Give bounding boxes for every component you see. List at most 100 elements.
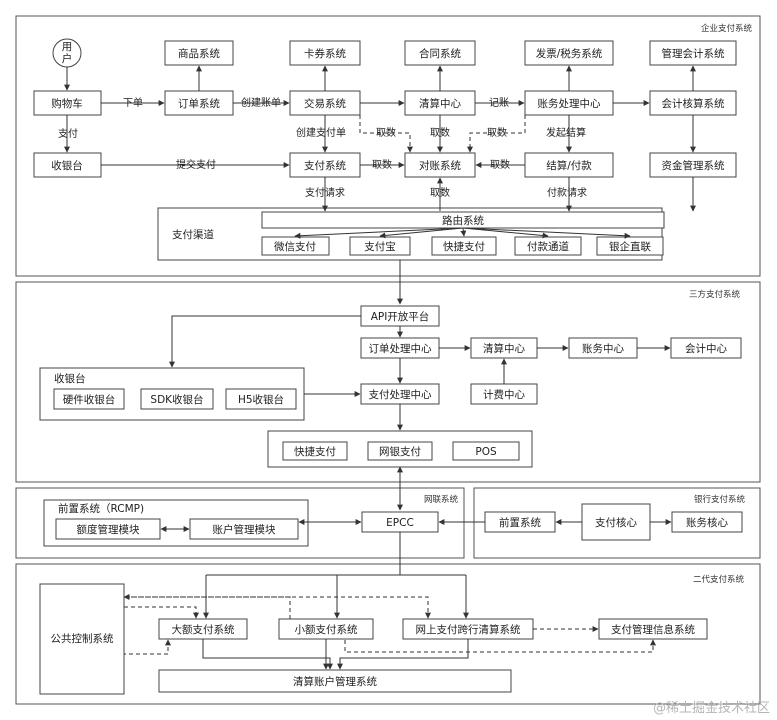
edge-label-fetch-5: 取数 — [490, 158, 510, 171]
node-wechat: 微信支付 — [261, 236, 330, 256]
edge-label-payout-request: 付款请求 — [547, 186, 587, 199]
node-hw-checkout: 硬件收银台 — [53, 388, 125, 410]
edge-label-fetch-6: 取数 — [430, 186, 450, 199]
edge-label-create-pay-order: 创建支付单 — [296, 126, 346, 139]
node-public-ctrl: 公共控制系统 — [39, 583, 125, 695]
node-mgmt-acct: 管理会计系统 — [649, 40, 737, 66]
node-bank-direct: 银企直联 — [596, 236, 664, 256]
svg-text:会计中心: 会计中心 — [685, 342, 727, 355]
node-settle: 结算/付款 — [524, 152, 614, 178]
svg-text:银企直联: 银企直联 — [609, 240, 651, 253]
svg-text:订单处理中心: 订单处理中心 — [369, 342, 432, 355]
section-title-unionpay: 网联系统 — [424, 494, 459, 505]
node-order-proc: 订单处理中心 — [360, 337, 440, 359]
node-core: 支付核心 — [581, 503, 651, 541]
svg-text:大额支付系统: 大额支付系统 — [172, 623, 235, 636]
svg-text:前置系统（RCMP): 前置系统（RCMP) — [58, 502, 144, 515]
edges-cnaps2 — [123, 574, 656, 670]
svg-text:快捷支付: 快捷支付 — [443, 240, 485, 253]
edge-label-place-order: 下单 — [123, 97, 143, 109]
svg-text:收银台: 收银台 — [51, 159, 83, 172]
svg-text:路由系统: 路由系统 — [442, 214, 484, 227]
node-goods: 商品系统 — [164, 40, 234, 66]
svg-text:账户管理模块: 账户管理模块 — [213, 523, 276, 536]
node-ibps: 网上支付跨行清算系统 — [402, 618, 534, 640]
section-title-bank: 银行支付系统 — [694, 494, 746, 505]
node-pay-channel: 付款通道 — [514, 236, 582, 256]
node-sapss: 清算账户管理系统 — [158, 669, 512, 693]
node-beps: 小额支付系统 — [278, 618, 374, 640]
node-clearing: 清算中心 — [404, 90, 476, 116]
node-hvps: 大额支付系统 — [158, 618, 248, 640]
node-bank-ledger: 账务核心 — [671, 511, 743, 533]
edge-label-pay: 支付 — [58, 127, 78, 140]
node-contract: 合同系统 — [404, 40, 476, 66]
node-pay-sys: 支付系统 — [289, 152, 361, 178]
node-recon: 对账系统 — [404, 152, 476, 178]
svg-text:管理会计系统: 管理会计系统 — [662, 47, 725, 60]
node-cart: 购物车 — [33, 90, 102, 116]
edges-third-party — [169, 315, 671, 511]
node-alipay: 支付宝 — [349, 236, 411, 256]
svg-text:微信支付: 微信支付 — [274, 240, 316, 253]
svg-text:支付核心: 支付核心 — [595, 516, 637, 529]
node-tp-acct: 会计中心 — [670, 337, 742, 359]
svg-text:清算账户管理系统: 清算账户管理系统 — [293, 675, 377, 688]
svg-text:额度管理模块: 额度管理模块 — [77, 523, 140, 536]
node-account-mgmt: 账户管理模块 — [189, 518, 299, 540]
edges-enterprise: 支付 下单 创建账单 记账 创建支付单 取数 发起结算 取数 取数 提交支付 取… — [58, 65, 696, 305]
svg-text:SDK收银台: SDK收银台 — [150, 393, 203, 406]
svg-text:户: 户 — [62, 52, 73, 65]
svg-text:收银台: 收银台 — [54, 372, 86, 385]
node-tp-ledger: 账务中心 — [568, 337, 638, 359]
svg-text:付款通道: 付款通道 — [527, 240, 569, 253]
node-epcc: EPCC — [361, 511, 439, 533]
svg-text:对账系统: 对账系统 — [419, 159, 461, 172]
edge-label-create-bill: 创建账单 — [241, 96, 281, 109]
section-title-enterprise: 企业支付系统 — [701, 23, 753, 34]
node-h5-checkout: H5收银台 — [225, 388, 297, 410]
edge-label-fetch-3: 取数 — [487, 126, 507, 139]
node-user-label: 用 — [62, 41, 73, 53]
edge-label-fetch-2: 取数 — [376, 126, 396, 139]
svg-text:EPCC: EPCC — [386, 517, 414, 529]
svg-text:卡券系统: 卡券系统 — [304, 47, 346, 60]
node-ledger: 账务处理中心 — [524, 90, 614, 116]
svg-text:API开放平台: API开放平台 — [371, 310, 430, 323]
svg-text:支付管理信息系统: 支付管理信息系统 — [611, 623, 695, 636]
svg-text:网上支付跨行清算系统: 网上支付跨行清算系统 — [416, 623, 521, 636]
node-api: API开放平台 — [360, 305, 440, 327]
svg-text:前置系统: 前置系统 — [499, 516, 541, 529]
node-quickpay: 快捷支付 — [431, 236, 497, 256]
svg-text:结算/付款: 结算/付款 — [546, 159, 592, 172]
node-tp-clearing: 清算中心 — [470, 337, 538, 359]
node-trade: 交易系统 — [289, 90, 361, 116]
svg-text:账务中心: 账务中心 — [582, 342, 624, 355]
node-coupon: 卡券系统 — [289, 40, 361, 66]
svg-text:合同系统: 合同系统 — [419, 47, 461, 60]
svg-text:公共控制系统: 公共控制系统 — [51, 632, 114, 645]
svg-text:快捷支付: 快捷支付 — [294, 445, 336, 458]
svg-text:会计核算系统: 会计核算系统 — [662, 97, 725, 110]
svg-text:商品系统: 商品系统 — [178, 47, 220, 60]
watermark: @稀土掘金技术社区 — [653, 700, 770, 716]
edge-label-pay-request: 支付请求 — [305, 186, 345, 199]
svg-text:支付渠道: 支付渠道 — [172, 228, 214, 241]
svg-text:资金管理系统: 资金管理系统 — [662, 159, 725, 172]
svg-text:支付处理中心: 支付处理中心 — [369, 388, 432, 401]
svg-text:账务核心: 账务核心 — [686, 516, 728, 529]
section-title-third-party: 三方支付系统 — [689, 289, 741, 300]
svg-text:POS: POS — [475, 446, 497, 458]
edge-label-fetch-1: 取数 — [430, 126, 450, 139]
svg-text:计费中心: 计费中心 — [483, 388, 525, 401]
node-bank-front: 前置系统 — [484, 511, 556, 533]
svg-text:订单系统: 订单系统 — [178, 97, 220, 110]
node-order: 订单系统 — [164, 90, 234, 116]
svg-text:清算中心: 清算中心 — [483, 342, 525, 355]
svg-text:支付宝: 支付宝 — [364, 240, 396, 253]
node-user: 用 户 — [52, 38, 82, 68]
svg-text:购物车: 购物车 — [51, 97, 83, 110]
edge-label-bookkeep: 记账 — [489, 97, 509, 109]
svg-text:账务处理中心: 账务处理中心 — [538, 97, 601, 110]
node-pay-proc: 支付处理中心 — [360, 383, 440, 405]
